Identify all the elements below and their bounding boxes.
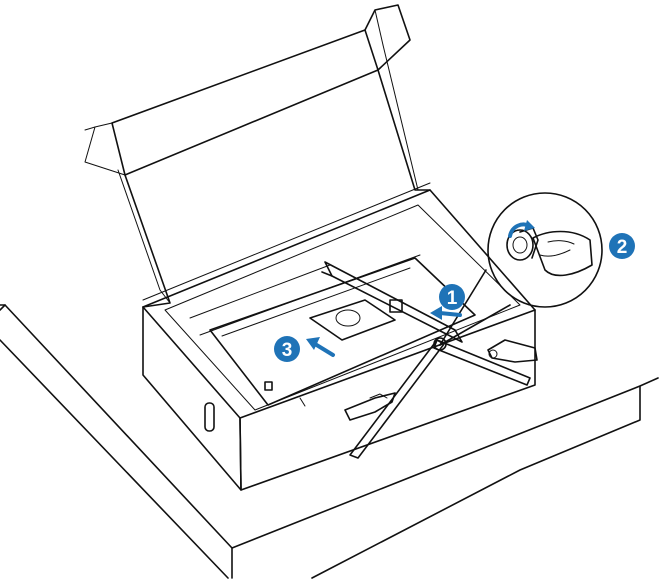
hand-right <box>487 339 538 363</box>
stand-pivot <box>433 337 447 351</box>
box-handle-slot <box>204 402 215 432</box>
hand-left <box>344 392 396 421</box>
step-3-badge: 3 <box>274 336 300 362</box>
step-1-arrow <box>430 306 462 320</box>
monitor-panel <box>209 257 476 407</box>
stand-base <box>309 261 463 343</box>
box-lid <box>84 4 431 308</box>
step-1-number: 1 <box>447 288 458 309</box>
step-1-badge: 1 <box>439 284 465 310</box>
step-2-number: 2 <box>617 237 628 258</box>
magnifier-callout <box>439 192 603 346</box>
step-3-arrow <box>306 337 335 357</box>
box <box>142 182 536 491</box>
step-3-number: 3 <box>282 340 293 361</box>
hand-turning-icon <box>532 230 593 277</box>
monitor-port <box>264 381 273 391</box>
rotate-arrowhead-icon <box>524 220 535 231</box>
table <box>0 304 659 579</box>
step-2-badge: 2 <box>609 233 635 259</box>
